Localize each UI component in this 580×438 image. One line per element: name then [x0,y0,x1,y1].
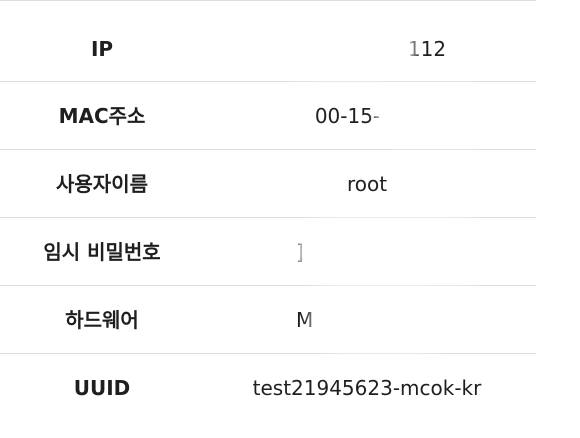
mac-label: MAC주소 [58,104,146,128]
ip-value: 112 [232,31,502,67]
hardware-value-text: M [296,308,314,332]
device-info-table: IP 112 MAC주소 00-15- -05 사용자이름 root [0,0,536,422]
ip-label: IP [90,37,114,61]
temp-password-value: ] [296,230,566,272]
table-row-mac: MAC주소 00-15- -05 [0,82,536,150]
table-row-uuid: UUID test21945623-mcok-kr [0,354,536,422]
temp-password-value-text: ] [296,240,304,264]
table-row-hardware: 하드웨어 M [0,286,536,354]
table-row-temp-password: 임시 비밀번호 ] [0,218,536,286]
table-row-ip: IP 112 [0,0,536,82]
redaction-mask [386,98,479,134]
username-value: root [346,172,388,196]
redaction-mask [291,31,404,67]
redaction-mask [322,300,440,340]
table-row-username: 사용자이름 root [0,150,536,218]
hardware-value: M [296,300,566,340]
uuid-value: test21945623-mcok-kr [252,376,482,400]
uuid-label: UUID [73,376,131,400]
username-label: 사용자이름 [56,172,148,196]
temp-password-label: 임시 비밀번호 [43,240,161,264]
hardware-label: 하드웨어 [65,308,139,332]
mac-value: 00-15- -05 [232,98,502,134]
ip-value-text: 112 [407,37,447,61]
redaction-mask [308,230,478,272]
